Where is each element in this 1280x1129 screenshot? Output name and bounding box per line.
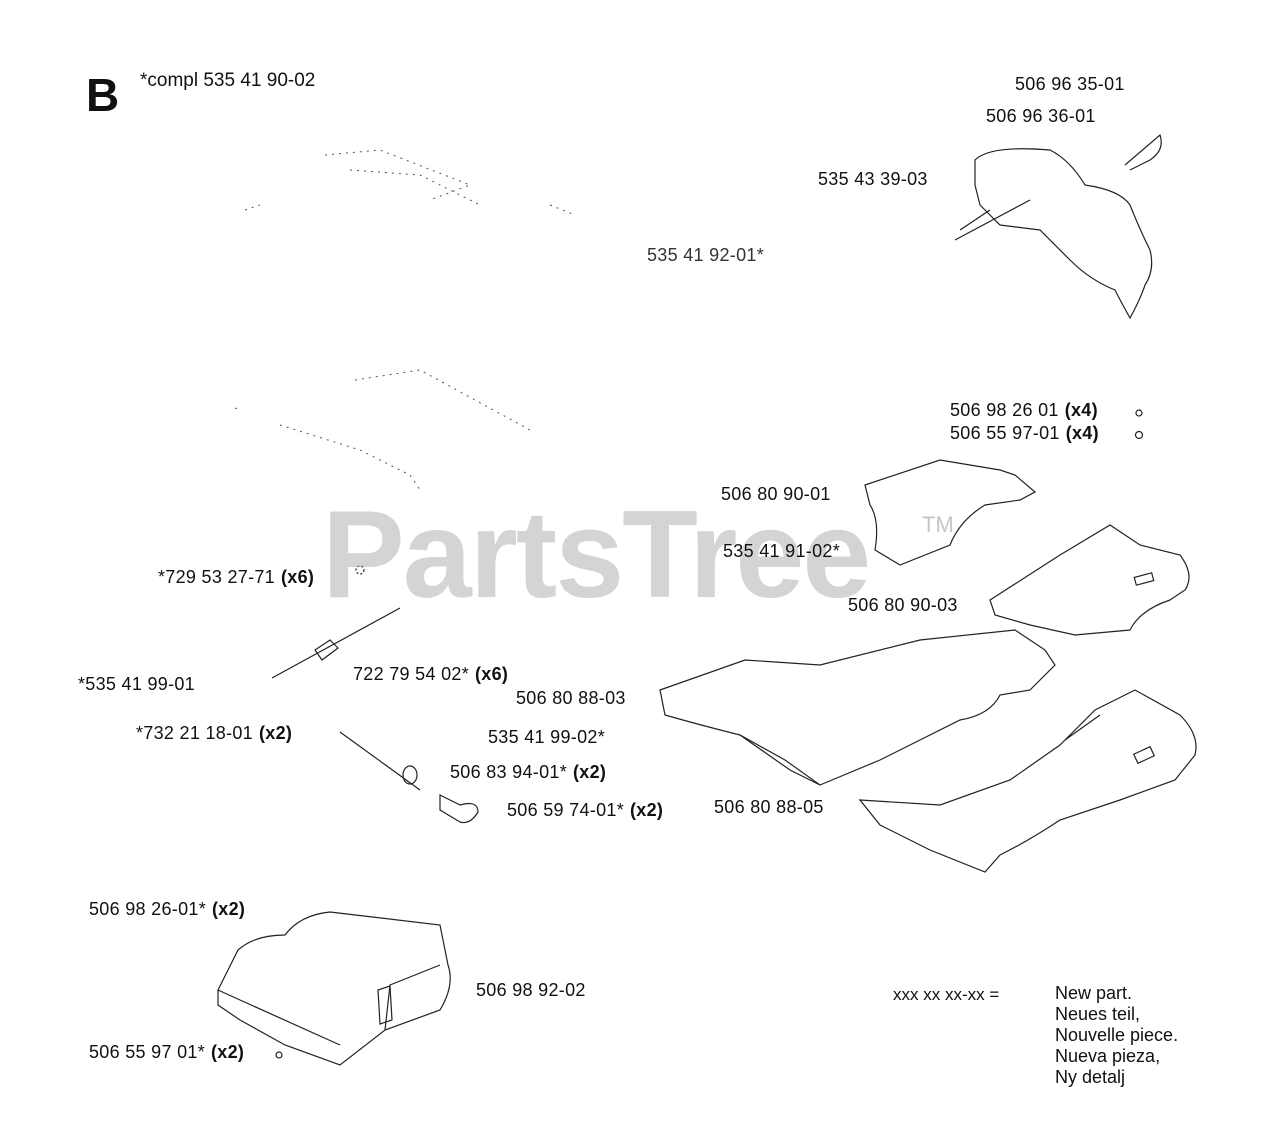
washer-icons	[1134, 409, 1144, 440]
box-506-98-92-02	[217, 911, 451, 1066]
part-label[interactable]: 506 98 92-02	[476, 980, 586, 1000]
legend-line: New part.	[1055, 983, 1133, 1003]
legend-list: New part. Neues teil, Nouvelle piece. Nu…	[1055, 983, 1178, 1088]
part-label[interactable]: 506 80 88-03	[516, 688, 626, 708]
part-label[interactable]: 506 96 35-01	[1015, 74, 1125, 94]
part-label[interactable]: *729 53 27-71(x6)	[158, 567, 315, 587]
part-label[interactable]: 506 55 97 01*(x2)	[89, 1042, 245, 1062]
part-label[interactable]: 535 41 92-01*	[647, 245, 764, 265]
part-label[interactable]: 506 83 94-01*(x2)	[450, 762, 607, 782]
part-label[interactable]: 506 59 74-01*(x2)	[507, 800, 664, 820]
part-label[interactable]: 506 98 26 01(x4)	[950, 400, 1098, 420]
part-label[interactable]: 722 79 54 02*(x6)	[353, 664, 509, 684]
part-label[interactable]: *535 41 99-01	[78, 674, 195, 694]
section-letter: B	[86, 69, 120, 121]
rod-assembly	[271, 565, 479, 824]
watermark-text: PartsTree	[322, 486, 871, 624]
part-label[interactable]: 506 80 90-03	[848, 595, 958, 615]
part-label[interactable]: *732 21 18-01(x2)	[136, 723, 293, 743]
legend-key: xxx xx xx-xx =	[893, 985, 1000, 1004]
part-label[interactable]: 506 80 90-01	[721, 484, 831, 504]
part-label[interactable]: 506 55 97-01(x4)	[950, 423, 1099, 443]
guard-535-43-39-03	[954, 133, 1162, 320]
legend-line: Nueva pieza,	[1055, 1046, 1161, 1066]
part-label[interactable]: 535 41 91-02*	[723, 541, 840, 561]
seat-506-80-88-05	[858, 689, 1197, 873]
pad-506-80-90-01	[864, 459, 1037, 566]
part-label[interactable]: 506 80 88-05	[714, 797, 824, 817]
watermark-trademark: TM	[922, 512, 954, 537]
part-label[interactable]: 535 41 99-02*	[488, 727, 605, 747]
legend-line: Ny detalj	[1055, 1067, 1126, 1087]
legend-line: Neues teil,	[1055, 1004, 1141, 1024]
seat-506-80-88-03	[659, 629, 1056, 786]
upper-frame-sketch	[234, 149, 576, 491]
part-label[interactable]: 506 98 26-01*(x2)	[89, 899, 246, 919]
part-label[interactable]: 506 96 36-01	[986, 106, 1096, 126]
part-label[interactable]: 535 43 39-03	[818, 169, 928, 189]
assembly-number: *compl 535 41 90-02	[140, 70, 316, 91]
pad-506-80-90-03	[989, 524, 1190, 636]
legend-line: Nouvelle piece.	[1055, 1025, 1179, 1045]
